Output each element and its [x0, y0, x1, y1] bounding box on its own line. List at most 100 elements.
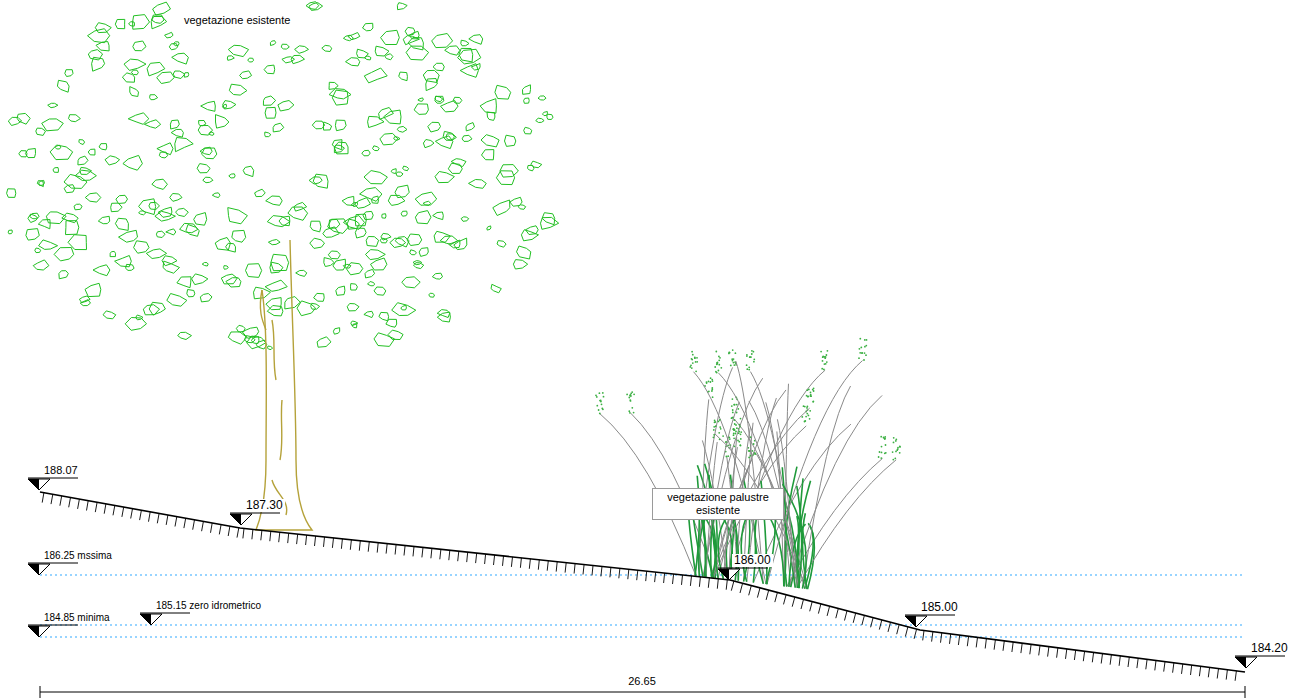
reed-plume [694, 357, 696, 359]
leaf-blob [266, 298, 281, 310]
level-triangle [140, 614, 162, 625]
hatch-tick [985, 639, 986, 649]
leaf-blob [368, 282, 375, 286]
hatch-tick [923, 631, 924, 641]
reed-plume [734, 404, 736, 406]
leaf-blob [357, 49, 369, 58]
reed-plume [822, 356, 824, 358]
leaf-blob [202, 263, 208, 267]
leaf-blob [317, 337, 331, 347]
reed-plume [735, 431, 737, 433]
leaf-blob [428, 122, 441, 132]
hatch-tick [699, 577, 700, 587]
hatch-tick [288, 533, 289, 543]
leaf-blob [461, 40, 469, 46]
reed-plume [740, 418, 742, 420]
leaf-blob [379, 108, 394, 120]
reed-plume [629, 395, 631, 397]
leaf-blob [413, 261, 422, 265]
hatch-tick [297, 534, 298, 544]
reed-plume [808, 415, 810, 417]
reed-plume [824, 363, 826, 365]
leaf-blob [263, 96, 275, 105]
leaf-blob [103, 311, 116, 319]
reed-plume [719, 426, 721, 428]
reed-plume [628, 410, 630, 412]
reed-plume [801, 416, 803, 418]
reed-plume [630, 395, 632, 397]
hatch-tick [1146, 659, 1147, 669]
hatch-tick [166, 515, 168, 525]
hatch-tick [149, 512, 151, 522]
leaf-blob [266, 196, 283, 205]
leaf-blob [226, 243, 236, 252]
hatch-tick [932, 632, 933, 642]
hatch-tick [520, 558, 521, 568]
reed-plume [731, 417, 733, 419]
leaf-blob [322, 45, 332, 51]
leaf-blob [426, 79, 438, 91]
hatch-tick [583, 565, 584, 575]
reed-plume [596, 396, 598, 398]
leaf-blob [528, 165, 534, 171]
reed-plume [749, 450, 751, 452]
reed-plume [732, 398, 734, 400]
leaf-blob [85, 193, 101, 202]
leaf-blob [170, 194, 182, 202]
leaf-blob [92, 57, 105, 71]
leaf-blob [437, 312, 450, 322]
reed-plume [710, 381, 712, 383]
level-triangle [1235, 657, 1257, 668]
leaf-blob [126, 264, 135, 270]
leaf-blob [374, 287, 386, 295]
leaf-blob [278, 101, 294, 112]
leaf-blob [401, 305, 407, 310]
leaf-blob [394, 137, 400, 141]
reed-plume [718, 370, 720, 372]
leaf-blob [270, 41, 275, 46]
leaf-blob [469, 180, 487, 189]
leaf-blob [36, 128, 46, 135]
leaf-blob [480, 99, 496, 114]
reed-plume [740, 445, 742, 447]
reed-plume [899, 445, 901, 447]
leaf-blob [401, 211, 407, 216]
level-triangle [28, 626, 50, 637]
leaf-blob [93, 265, 110, 276]
level-line [718, 568, 768, 569]
level-label: 187.30 [244, 499, 285, 512]
leaf-blob [66, 221, 79, 235]
leaf-blob [415, 192, 437, 205]
reed-plume [706, 381, 708, 383]
leaf-blob [75, 170, 96, 180]
leaf-blob [451, 159, 466, 167]
reed-plume [631, 407, 633, 409]
leaf-blob [536, 118, 544, 122]
reed-plume [731, 405, 733, 407]
leaf-blob [35, 248, 41, 253]
reed-plume [719, 438, 721, 440]
hatch-tick [879, 620, 882, 630]
hatch-tick [78, 499, 80, 509]
reed-plume [695, 361, 697, 363]
leaf-blob [150, 95, 158, 100]
leaf-blob [201, 101, 216, 111]
leaf-blob [364, 311, 373, 317]
hatch-tick [511, 557, 512, 567]
reed-plume [859, 352, 861, 354]
hatch-tick [252, 529, 253, 539]
leaf-blob [371, 258, 387, 270]
leaf-blob [267, 306, 283, 316]
hatch-tick [1155, 661, 1156, 671]
leaf-blob [268, 240, 280, 245]
reed-plume [806, 395, 808, 397]
leaf-blob [362, 150, 370, 156]
leaf-blob [265, 107, 276, 118]
leaf-blob [363, 23, 373, 31]
hatch-tick [708, 578, 709, 588]
reed-plume [599, 400, 601, 402]
reed-plume [735, 424, 737, 426]
leaf-blob [255, 189, 266, 196]
leaf-blob [162, 256, 177, 266]
leaf-blob [216, 115, 229, 129]
